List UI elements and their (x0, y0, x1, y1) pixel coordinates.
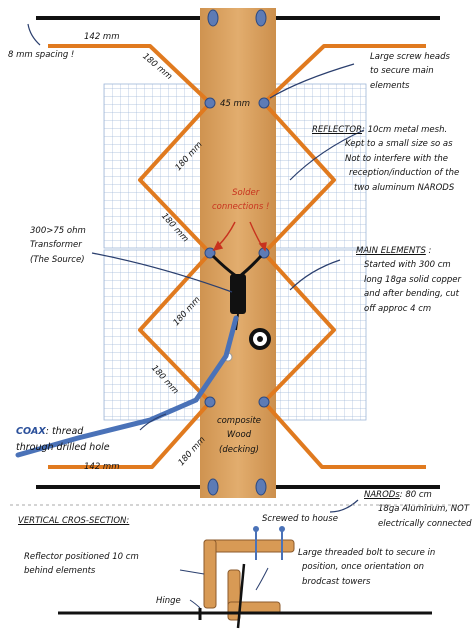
main-elements-line: Started with 300 cm (364, 260, 451, 271)
narods-line: : 80 cm (399, 490, 432, 500)
solder-line: Solder (232, 188, 260, 198)
reflector-line: reception/induction of the (349, 168, 460, 179)
reflector-position-note: Reflector positioned 10 cm behind elemen… (24, 550, 139, 579)
bolt-line: Large threaded bolt to secure in (298, 548, 436, 558)
reflector-line: Kept to a small size so as (345, 139, 453, 150)
transformer-note: 300>75 ohm Transformer (The Source) (30, 224, 86, 267)
narods-title: NARODs (364, 490, 400, 500)
solder-note: Solder connections ! (212, 186, 269, 215)
pointer-lines (27, 23, 365, 513)
cross-section (10, 504, 464, 629)
reflector-position-line: Reflector positioned 10 cm (24, 552, 139, 562)
screwed-to-house-label: Screwed to house (262, 514, 338, 524)
screw-heads-line: to secure main (370, 66, 434, 77)
reflector-line: : 10cm metal mesh. (362, 125, 448, 135)
hinge-label: Hinge (156, 596, 181, 606)
spacing-note: 8 mm spacing ! (8, 50, 75, 60)
transformer-line: (The Source) (30, 254, 85, 265)
transformer-line: 300>75 ohm (30, 226, 86, 236)
dim-center-45: 45 mm (220, 99, 251, 109)
reflector-note: REFLECTOR: 10cm metal mesh. Kept to a sm… (312, 123, 459, 195)
screw-heads-note: Large screw heads to secure main element… (370, 50, 450, 93)
bolt-note: Large threaded bolt to secure in positio… (298, 546, 435, 589)
coax-title: COAX (16, 426, 46, 437)
bolt-line: brodcast towers (302, 576, 371, 587)
reflector-line: two aluminum NARODS (354, 182, 455, 193)
reflector-line: Not to interfere with the (345, 153, 448, 164)
main-elements-line: : (425, 246, 432, 256)
main-elements-line: long 18ga solid copper (364, 274, 462, 285)
main-elements-line: and after bending, cut (364, 289, 460, 300)
narods-line: 18ga Aluminum, NOT (378, 504, 470, 515)
solder-arrows (212, 221, 267, 252)
solder-line: connections ! (212, 202, 270, 213)
transformer-line: Transformer (30, 240, 82, 251)
main-elements-line: off approc 4 cm (364, 303, 432, 314)
narods-line: electrically connected (378, 518, 472, 529)
main-elements-title: MAIN ELEMENTS (356, 246, 426, 256)
coax-note: COAX: thread through drilled hole (16, 424, 110, 456)
section-title: VERTICAL CROS-SECTION: (18, 516, 130, 526)
screw-heads-line: Large screw heads (370, 52, 450, 62)
main-elements-note: MAIN ELEMENTS : Started with 300 cm long… (356, 244, 461, 316)
wood-line: (decking) (219, 444, 259, 455)
dim-bottom-142: 142 mm (84, 462, 120, 472)
coax-line: through drilled hole (16, 442, 110, 454)
reflector-position-line: behind elements (24, 566, 96, 577)
coax-line: : thread (45, 426, 84, 437)
wood-note: composite Wood (decking) (212, 414, 266, 457)
screw-heads-line: elements (370, 80, 410, 91)
wood-line: composite (216, 416, 262, 426)
dim-top-142: 142 mm (84, 32, 120, 42)
narods-note: NARODs: 80 cm 18ga Aluminum, NOT electri… (364, 488, 472, 531)
bolt-line: position, once orientation on (302, 562, 425, 573)
wood-line: Wood (226, 430, 252, 441)
transformer (211, 254, 263, 331)
coax-cable (15, 315, 239, 458)
screw-heads (204, 9, 270, 496)
reflector-title: REFLECTOR (312, 125, 362, 135)
